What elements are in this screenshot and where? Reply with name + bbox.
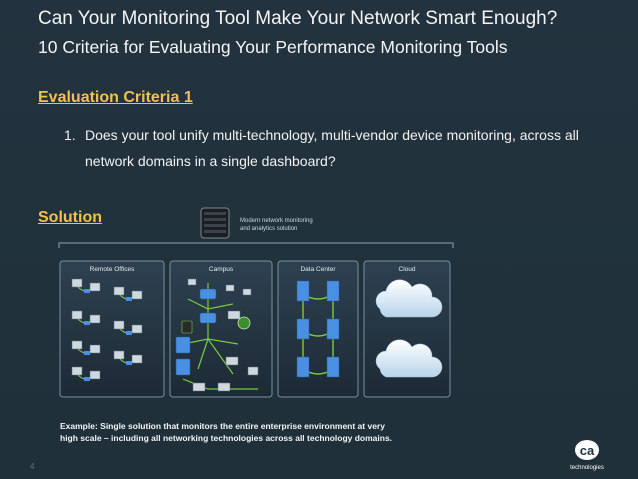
caption-line-1: Example: Single solution that monitors t… xyxy=(60,421,385,431)
network-diagram: Remote Offices Campus Data Center Cloud xyxy=(59,260,451,398)
cloud-icons xyxy=(375,279,443,378)
criteria-item: 1. Does your tool unify multi-technology… xyxy=(64,122,624,174)
slide-subtitle: 10 Criteria for Evaluating Your Performa… xyxy=(38,37,508,57)
bracket-divider xyxy=(58,242,454,248)
panel-data-center: Data Center xyxy=(277,260,359,398)
caption-line-2: high scale – including all networking te… xyxy=(60,433,393,443)
remote-office-devices xyxy=(71,278,143,381)
panel-label-data-center: Data Center xyxy=(300,266,336,273)
server-icon xyxy=(200,207,230,239)
slide-title: Can Your Monitoring Tool Make Your Netwo… xyxy=(38,8,558,29)
page-number: 4 xyxy=(30,462,35,471)
panel-label-cloud: Cloud xyxy=(399,266,416,273)
campus-devices xyxy=(175,278,259,392)
panel-label-remote-offices: Remote Offices xyxy=(90,266,135,273)
criteria-text: Does your tool unify multi-technology, m… xyxy=(85,127,579,169)
data-center-devices xyxy=(296,280,340,378)
svg-text:ca: ca xyxy=(580,443,595,458)
solution-heading: Solution xyxy=(38,209,102,226)
diagram-caption: Example: Single solution that monitors t… xyxy=(60,420,460,444)
svg-text:technologies: technologies xyxy=(570,465,604,471)
ca-technologies-logo: ca technologies xyxy=(570,440,604,471)
criteria-number: 1. xyxy=(64,127,76,143)
server-label: Modern network monitoring and analytics … xyxy=(240,218,313,232)
panel-label-campus: Campus xyxy=(209,266,234,273)
criteria-heading: Evaluation Criteria 1 xyxy=(38,89,193,106)
